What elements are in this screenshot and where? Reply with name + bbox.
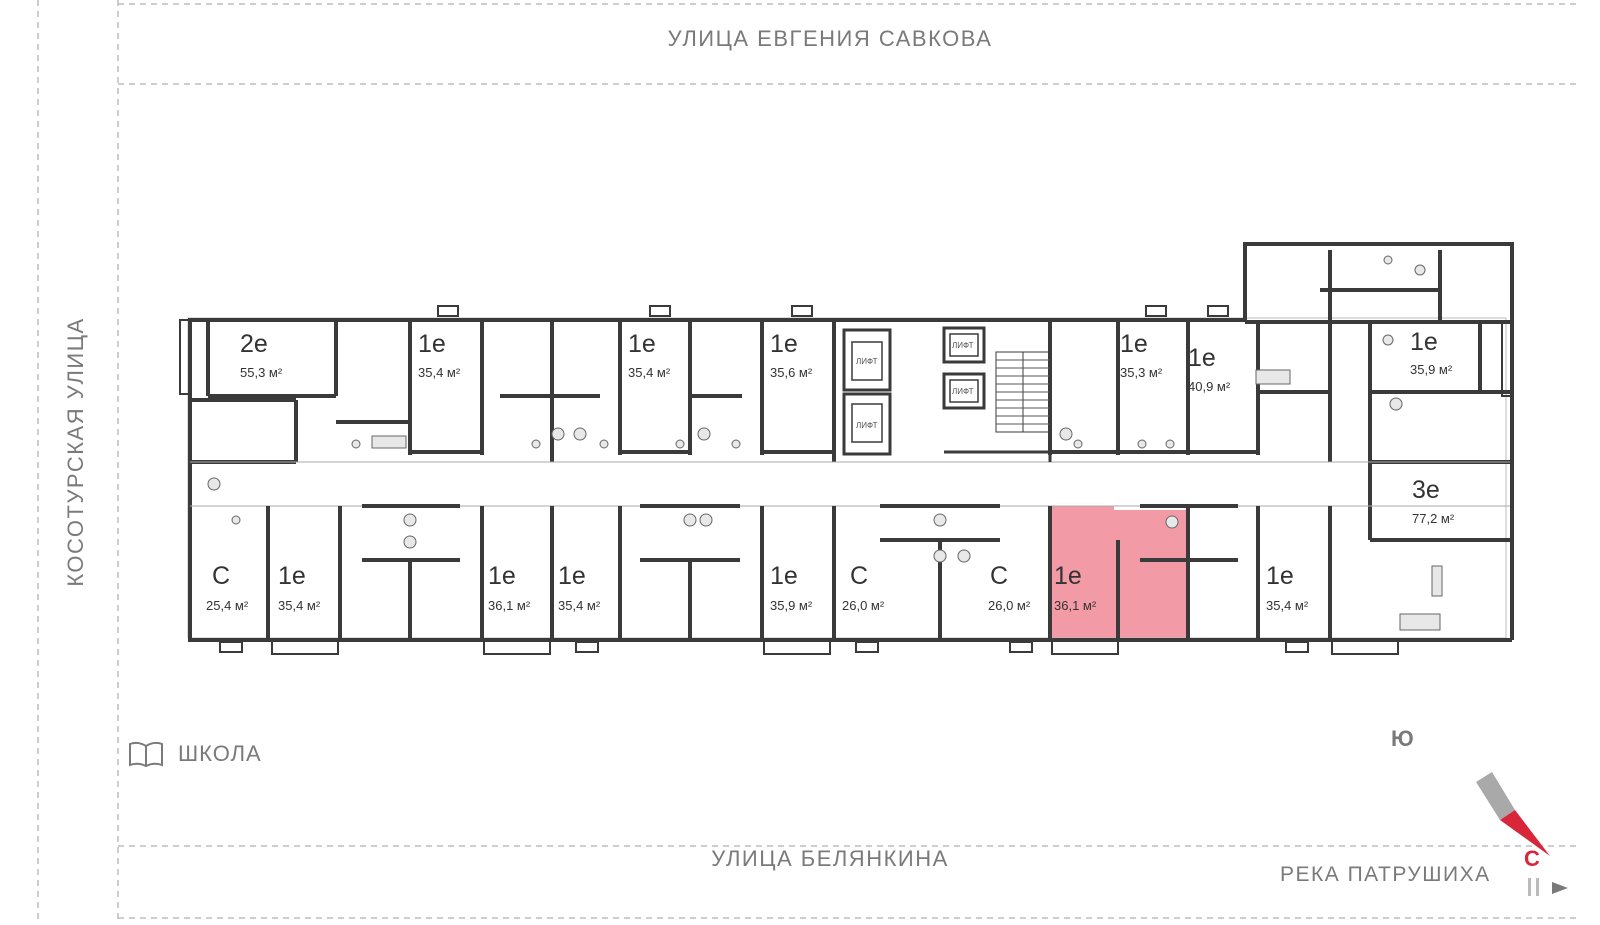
svg-text:35,4 м²: 35,4 м² [558, 598, 601, 613]
apartment-1e-36-1-a[interactable]: 1e 36,1 м² [488, 562, 531, 613]
book-icon [129, 741, 163, 768]
svg-text:С: С [212, 562, 230, 590]
svg-text:3e: 3e [1412, 476, 1440, 504]
site-boundary [37, 0, 1580, 920]
compass-north-label: С [1524, 846, 1540, 871]
stair-steps [996, 359, 1050, 425]
apartment-1e-35-4-b[interactable]: 1e 35,4 м² [628, 330, 671, 380]
svg-text:С: С [850, 562, 868, 590]
apartment-1e-35-9-top[interactable]: 1e 35,9 м² [1410, 328, 1453, 377]
apartment-1e-35-4-c[interactable]: 1e 35,4 м² [278, 562, 321, 613]
apartment-1e-35-4-e[interactable]: 1e 35,4 м² [1266, 562, 1309, 613]
landmark-river-label: РЕКА ПАТРУШИХА [1280, 863, 1491, 886]
apartment-c-25-4[interactable]: С 25,4 м² [206, 562, 249, 613]
svg-text:1e: 1e [770, 562, 798, 590]
compass-south-label: Ю [1391, 726, 1414, 751]
svg-text:ЛИФТ: ЛИФТ [952, 341, 974, 350]
svg-text:35,4 м²: 35,4 м² [628, 365, 671, 380]
svg-text:1e: 1e [628, 330, 656, 358]
apartment-c-26-0-a[interactable]: С 26,0 м² [842, 562, 885, 613]
apartment-labels: 2e 55,3 м² 1e 35,4 м² 1e 35,4 м² 1e 35,6… [206, 328, 1455, 613]
svg-text:26,0 м²: 26,0 м² [842, 598, 885, 613]
svg-text:1e: 1e [1410, 328, 1438, 356]
svg-text:40,9 м²: 40,9 м² [1188, 379, 1231, 394]
building-outline [187, 242, 1514, 642]
landmark-school: ШКОЛА [128, 740, 262, 768]
bathroom-fixtures [207, 255, 1443, 631]
apartment-1e-35-3[interactable]: 1e 35,3 м² [1120, 330, 1163, 380]
apartment-1e-35-9-bottom[interactable]: 1e 35,9 м² [770, 562, 813, 613]
apartment-1e-40-9[interactable]: 1e 40,9 м² [1188, 344, 1231, 394]
svg-text:1e: 1e [558, 562, 586, 590]
svg-text:1e: 1e [1120, 330, 1148, 358]
svg-text:36,1 м²: 36,1 м² [488, 598, 531, 613]
lift-labels: ЛИФТ ЛИФТ ЛИФТ ЛИФТ [856, 341, 974, 430]
street-label-left: КОСОТУРСКАЯ УЛИЦА [63, 317, 88, 587]
apartment-1e-35-4-d[interactable]: 1e 35,4 м² [558, 562, 601, 613]
svg-text:1e: 1e [1266, 562, 1294, 590]
svg-text:35,4 м²: 35,4 м² [418, 365, 461, 380]
svg-text:1e: 1e [278, 562, 306, 590]
street-label-top: УЛИЦА ЕВГЕНИЯ САВКОВА [667, 26, 993, 51]
svg-text:С: С [990, 562, 1008, 590]
compass-icon [1476, 772, 1550, 856]
svg-text:1e: 1e [418, 330, 446, 358]
apartment-1e-35-6[interactable]: 1e 35,6 м² [770, 330, 813, 380]
svg-text:ЛИФТ: ЛИФТ [952, 387, 974, 396]
svg-text:ЛИФТ: ЛИФТ [856, 421, 878, 430]
svg-text:55,3 м²: 55,3 м² [240, 365, 283, 380]
apartment-c-26-0-b[interactable]: С 26,0 м² [988, 562, 1031, 613]
svg-text:1e: 1e [1188, 344, 1216, 372]
svg-text:77,2 м²: 77,2 м² [1412, 511, 1455, 526]
svg-text:1e: 1e [488, 562, 516, 590]
arrow-right-icon [1528, 878, 1568, 896]
svg-text:35,3 м²: 35,3 м² [1120, 365, 1163, 380]
svg-text:35,6 м²: 35,6 м² [770, 365, 813, 380]
interior-walls [190, 250, 1512, 638]
svg-text:26,0 м²: 26,0 м² [988, 598, 1031, 613]
apartment-1e-36-1-b-selected[interactable]: 1e 36,1 м² [1054, 562, 1097, 613]
svg-text:1e: 1e [770, 330, 798, 358]
svg-text:1e: 1e [1054, 562, 1082, 590]
svg-text:2e: 2e [240, 330, 268, 358]
svg-text:35,4 м²: 35,4 м² [278, 598, 321, 613]
elevator-core [842, 322, 1052, 462]
street-label-bottom: УЛИЦА БЕЛЯНКИНА [711, 846, 949, 871]
balconies [179, 305, 1513, 655]
apartment-1e-35-4-a[interactable]: 1e 35,4 м² [418, 330, 461, 380]
svg-text:36,1 м²: 36,1 м² [1054, 598, 1097, 613]
svg-text:25,4 м²: 25,4 м² [206, 598, 249, 613]
svg-text:35,9 м²: 35,9 м² [1410, 362, 1453, 377]
svg-text:35,9 м²: 35,9 м² [770, 598, 813, 613]
svg-text:ЛИФТ: ЛИФТ [856, 357, 878, 366]
apartment-3e-77-2[interactable]: 3e 77,2 м² [1412, 476, 1455, 526]
landmark-school-label: ШКОЛА [178, 741, 262, 766]
apartment-2e-55-3[interactable]: 2e 55,3 м² [240, 330, 283, 380]
svg-text:35,4 м²: 35,4 м² [1266, 598, 1309, 613]
